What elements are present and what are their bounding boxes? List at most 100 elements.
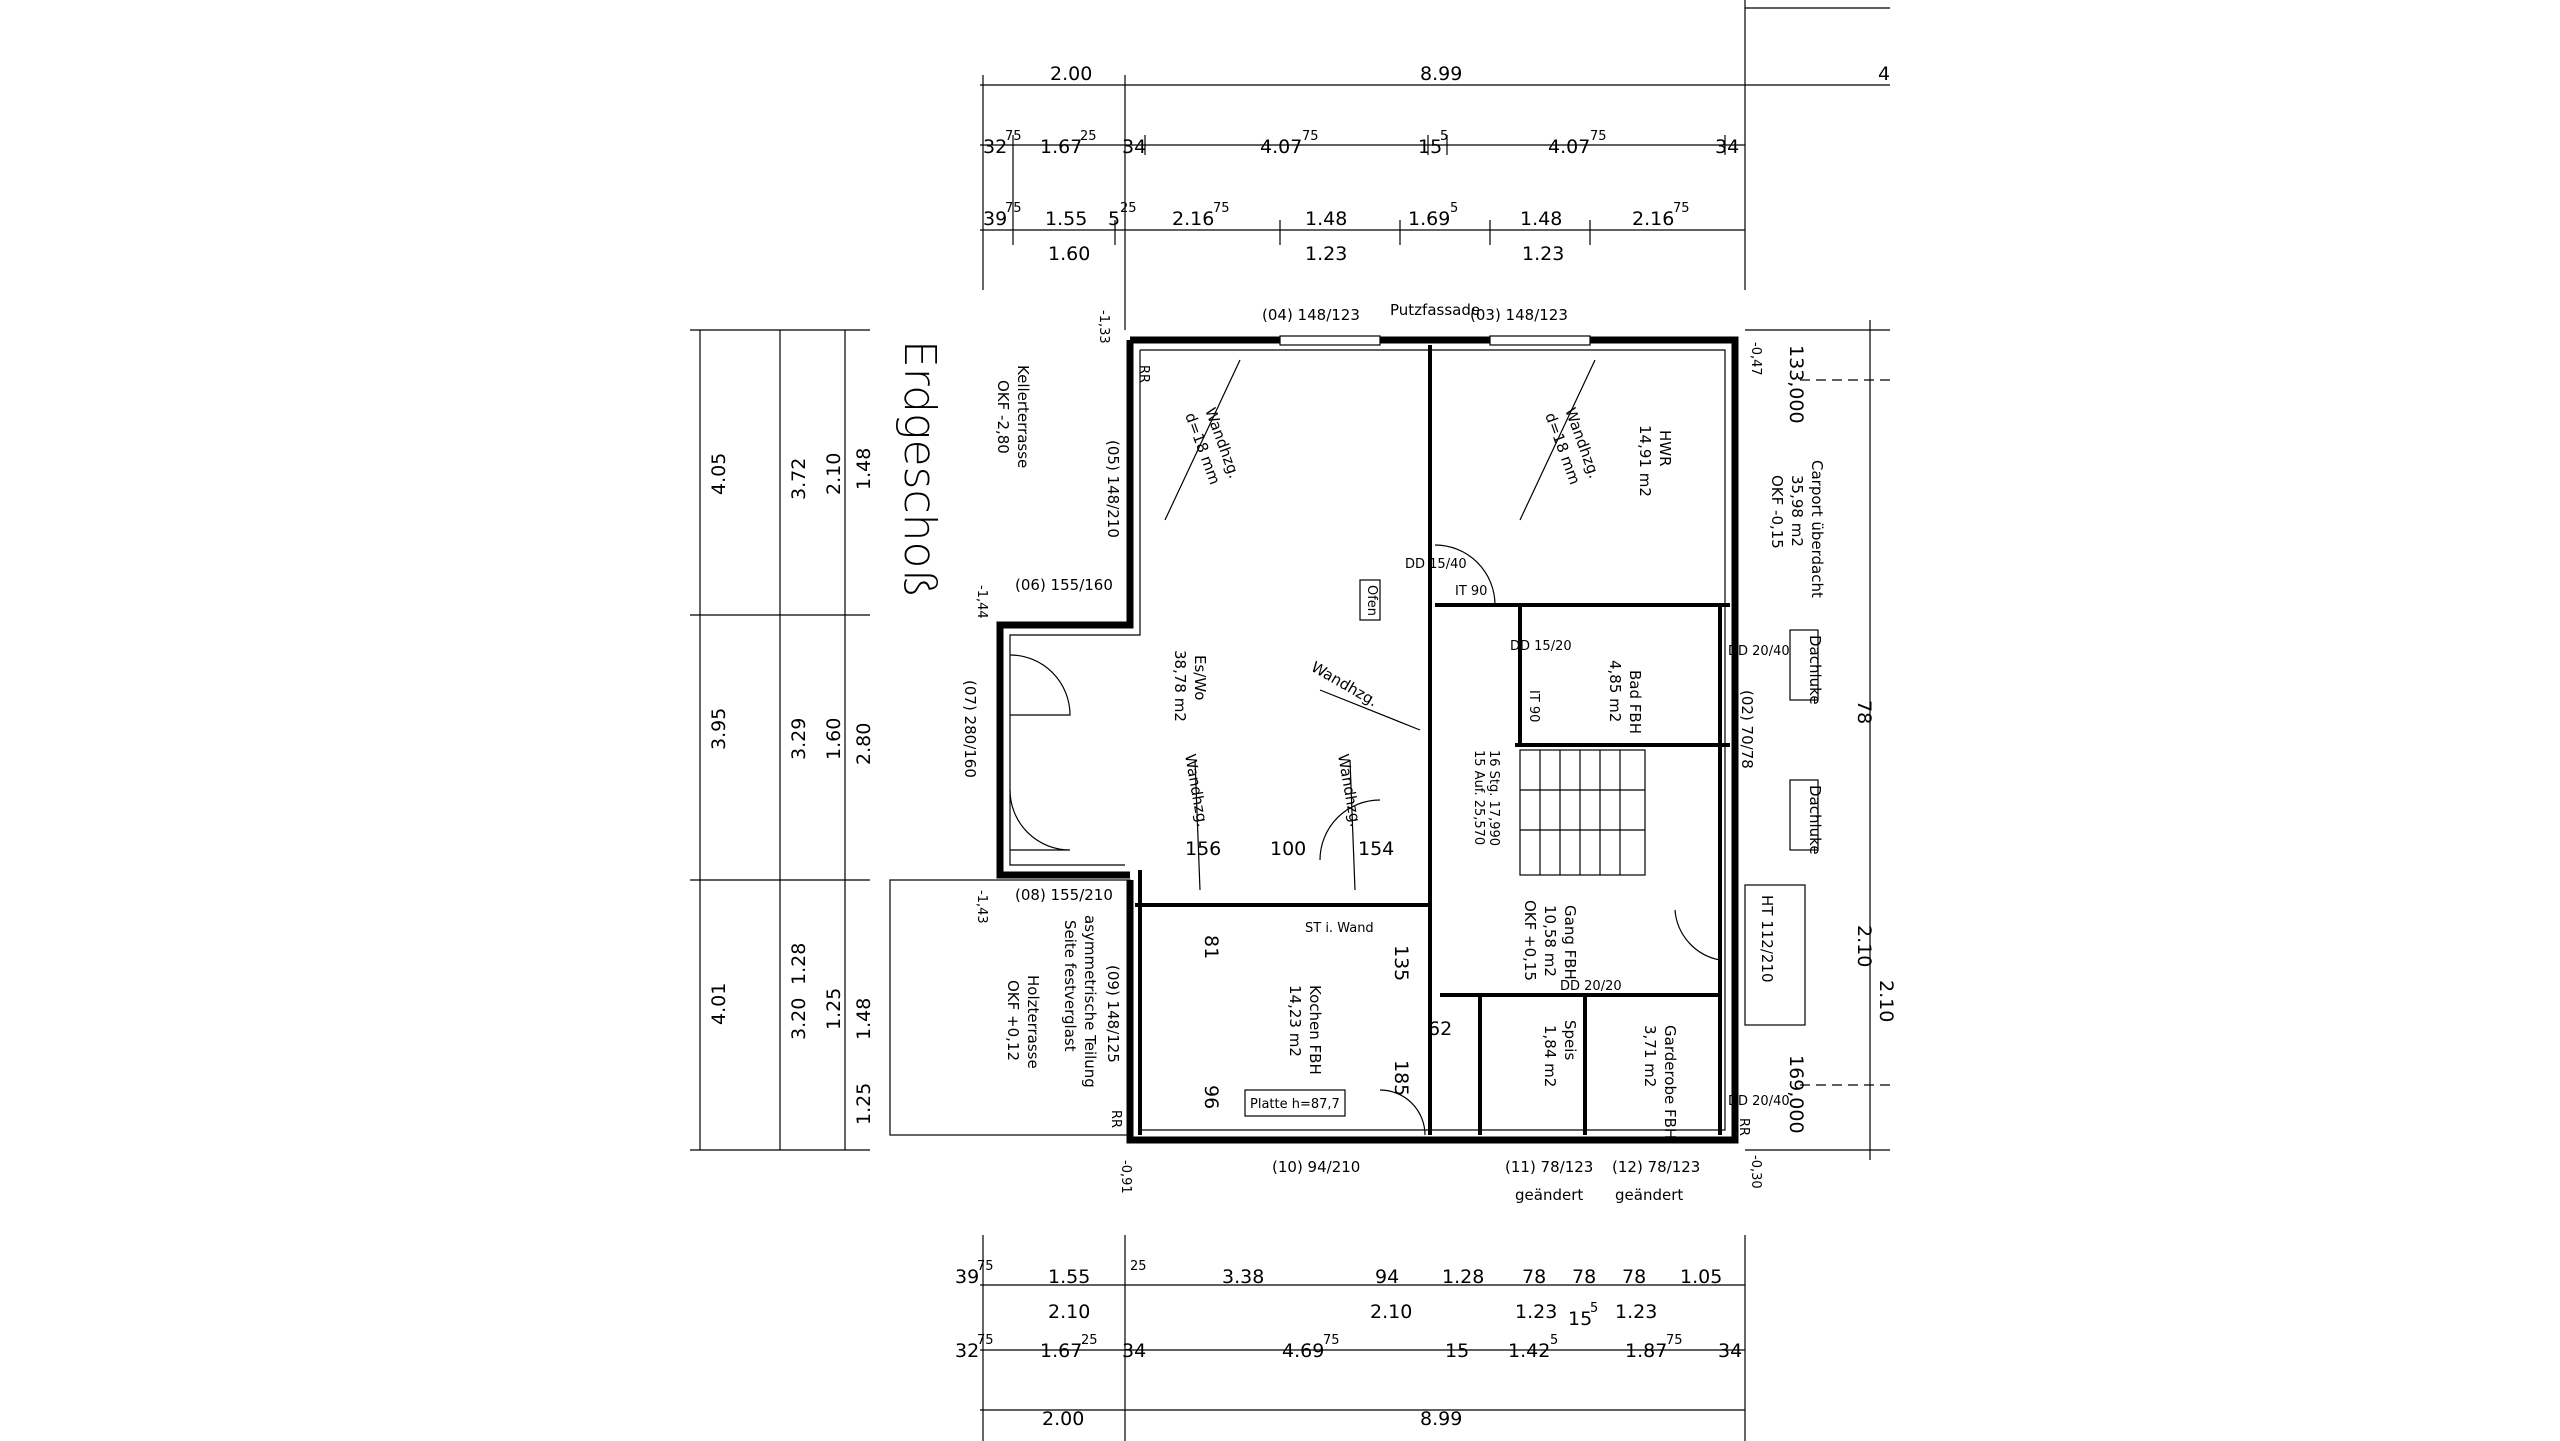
- top-dim-1-55: 1.55: [1045, 208, 1087, 230]
- building-walls: [889, 335, 1806, 1144]
- room-speis-name: Speis: [1561, 1020, 1579, 1060]
- platte-box: [1244, 1089, 1346, 1117]
- left-dim-1-48: 1.48: [853, 448, 875, 490]
- left-dim-3-72: 3.72: [788, 458, 810, 500]
- wandhzg-3: Wandhzg.: [1308, 658, 1381, 710]
- label-ofen: Ofen: [1364, 585, 1379, 616]
- window-02: (02) 70/78: [1738, 690, 1756, 769]
- room-garderobe-name: Garderobe FBH: [1661, 1025, 1679, 1139]
- label-it90-2: IT 90: [1526, 690, 1541, 722]
- bot-dim-78c: 78: [1622, 1266, 1646, 1288]
- bot-dim-1-28: 1.28: [1442, 1266, 1484, 1288]
- top-dim-4: 4: [1878, 63, 1890, 85]
- right-dim-78: 78: [1853, 700, 1875, 724]
- left-dim-3-29: 3.29: [788, 718, 810, 760]
- bot-dim-sup: 75: [1323, 1333, 1340, 1348]
- room-garderobe-area: 3,71 m2: [1641, 1025, 1659, 1087]
- level-091: -0,91: [1118, 1160, 1133, 1194]
- room-labels: Putzfassade (04) 148/123 (03) 148/123 Ke…: [961, 301, 1826, 1204]
- top-dim-sup: 75: [1302, 129, 1319, 144]
- bot-dim-1-87: 1.87: [1625, 1340, 1667, 1362]
- bot-dim-1-05: 1.05: [1680, 1266, 1722, 1288]
- room-bad-name: Bad FBH: [1626, 670, 1644, 734]
- right-dim-2-10a: 2.10: [1853, 925, 1875, 967]
- room-gang-name: Gang FBH: [1561, 905, 1579, 980]
- window-03: (03) 148/123: [1470, 306, 1568, 324]
- bot-dim-1-42: 1.42: [1508, 1340, 1550, 1362]
- bot-dim-2-10a: 2.10: [1048, 1301, 1090, 1323]
- door-ht: HT 112/210: [1758, 895, 1776, 983]
- label-dachluke-1: Dachluke: [1806, 635, 1824, 705]
- room-speis-area: 1,84 m2: [1541, 1025, 1559, 1087]
- left-dim-1-25a: 1.25: [823, 988, 845, 1030]
- label-dd1540: DD 15/40: [1405, 557, 1467, 572]
- dim-100: 100: [1270, 838, 1306, 860]
- label-asym1: asymmetrische Teilung: [1081, 915, 1099, 1088]
- bot-dim-1-23a: 1.23: [1515, 1301, 1557, 1323]
- dachluke-box-2: [1789, 779, 1819, 851]
- label-rr-3: RR: [1736, 1118, 1751, 1136]
- room-kochen-name: Kochen FBH: [1306, 985, 1324, 1075]
- room-hwr-name: HWR: [1656, 430, 1674, 467]
- bot-dim-15: 15: [1568, 1308, 1592, 1330]
- left-dim-1-48b: 1.48: [853, 998, 875, 1040]
- left-dim-4-05: 4.05: [708, 453, 730, 495]
- label-it90-1: IT 90: [1455, 584, 1487, 599]
- door-10: (10) 94/210: [1272, 1158, 1360, 1176]
- room-eswo-name: Es/Wo: [1191, 655, 1209, 700]
- dim-81: 81: [1200, 935, 1222, 959]
- left-dim-3-95: 3.95: [708, 708, 730, 750]
- top-dim-1-48b: 1.48: [1520, 208, 1562, 230]
- top-dim-1-60: 1.60: [1048, 243, 1090, 265]
- level-047: -0,47: [1748, 342, 1763, 376]
- room-hwr-area: 14,91 m2: [1636, 425, 1654, 497]
- bot-dim-15b: 15: [1445, 1340, 1469, 1362]
- dachluke-box-1: [1789, 629, 1819, 701]
- left-dim-4-01: 4.01: [708, 983, 730, 1025]
- label-dd1520: DD 15/20: [1510, 639, 1572, 654]
- top-dim-sup: 75: [1590, 129, 1607, 144]
- top-dim-32: 32: [983, 136, 1007, 158]
- label-rr-2: RR: [1108, 1110, 1123, 1128]
- bot-dim-8-99: 8.99: [1420, 1408, 1462, 1430]
- label-asym2: Seite festverglast: [1061, 920, 1079, 1052]
- label-rr-1: RR: [1136, 365, 1151, 383]
- top-dim-1-23a: 1.23: [1305, 243, 1347, 265]
- top-dim-39: 39: [983, 208, 1007, 230]
- top-dimensions: 2.00 8.99 4 32 75 1.67 25 34 4.07 75 15 …: [980, 0, 1890, 330]
- bottom-dimensions: 39 75 1.55 25 3.38 94 1.28 78 78 78 1.05…: [955, 1235, 1746, 1441]
- bot-dim-78a: 78: [1522, 1266, 1546, 1288]
- top-dim-sup: 75: [1673, 201, 1690, 216]
- bot-dim-3-38: 3.38: [1222, 1266, 1264, 1288]
- staircase: [1519, 749, 1646, 876]
- top-dim-5: 5: [1108, 208, 1120, 230]
- heating-arrows: [1164, 359, 1596, 891]
- label-kellerterrasse: Kellerterrasse: [1014, 365, 1032, 468]
- top-dim-4-07a: 4.07: [1260, 136, 1302, 158]
- bot-dim-sup: 75: [977, 1333, 994, 1348]
- window-12: (12) 78/123: [1612, 1158, 1700, 1176]
- level-143: -1,43: [974, 890, 989, 924]
- left-dim-1-28b: 1.28: [788, 943, 810, 985]
- label-st-wand: ST i. Wand: [1305, 921, 1374, 936]
- bot-dim-34b: 34: [1718, 1340, 1742, 1362]
- left-dim-1-25b: 1.25: [853, 1083, 875, 1125]
- bot-dim-2-00: 2.00: [1042, 1408, 1084, 1430]
- right-dim-133: 133,000: [1785, 345, 1807, 424]
- room-kochen-area: 14,23 m2: [1286, 985, 1304, 1057]
- drawing-title: Erdgeschoß: [894, 340, 945, 598]
- top-dim-1-69: 1.69: [1408, 208, 1450, 230]
- window-09: (09) 148/125: [1104, 965, 1122, 1063]
- bot-dim-sup: 5: [1550, 1333, 1558, 1348]
- dim-156: 156: [1185, 838, 1221, 860]
- bot-dim-1-67: 1.67: [1040, 1340, 1082, 1362]
- label-putzfassade: Putzfassade: [1390, 301, 1480, 319]
- label-carport3: OKF -0,15: [1768, 475, 1786, 549]
- dim-154: 154: [1358, 838, 1394, 860]
- level-144: -1,44: [974, 585, 989, 619]
- bot-dim-2-10b: 2.10: [1370, 1301, 1412, 1323]
- label-holzterrasse: Holzterrasse: [1024, 975, 1042, 1069]
- right-dim-169: 169,000: [1785, 1055, 1807, 1134]
- bot-dim-39: 39: [955, 1266, 979, 1288]
